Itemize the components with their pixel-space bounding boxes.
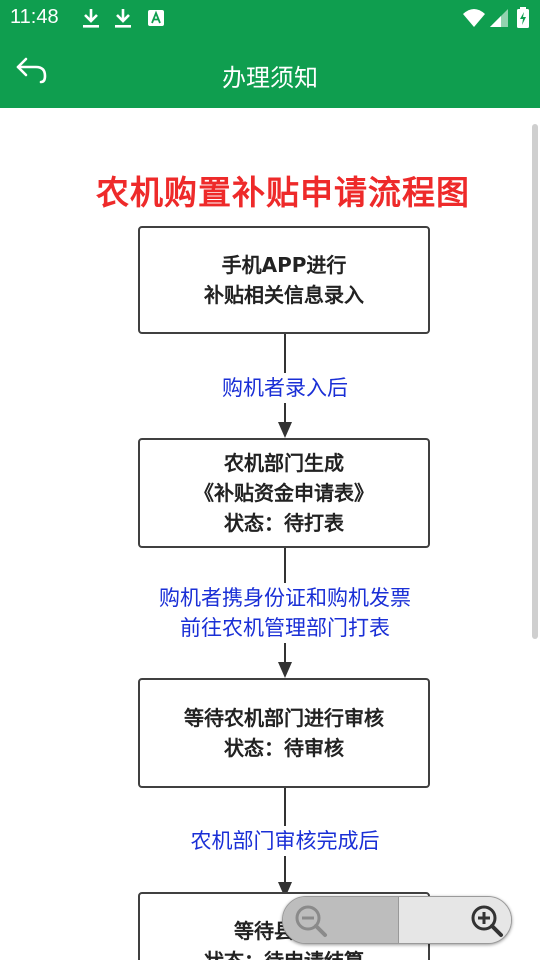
flow-step-text: 补贴相关信息录入 bbox=[204, 283, 364, 307]
flow-edge-text: 购机者录入后 bbox=[220, 373, 350, 403]
flow-step-text: 状态：待审核 bbox=[224, 736, 344, 760]
flow-step-3: 等待农机部门进行审核 状态：待审核 bbox=[138, 678, 430, 788]
zoom-out-icon bbox=[295, 905, 327, 937]
flowchart-title: 农机购置补贴申请流程图 bbox=[96, 173, 470, 212]
flow-step-1: 手机APP进行 补贴相关信息录入 bbox=[138, 226, 430, 334]
flow-step-text: 《补贴资金申请表》 bbox=[194, 481, 374, 505]
back-button[interactable] bbox=[14, 52, 62, 92]
flow-step-text: 等待农机部门进行审核 bbox=[184, 706, 384, 730]
flow-step-text: 状态：待打表 bbox=[224, 511, 344, 535]
download-icon bbox=[83, 9, 99, 28]
back-arrow-icon bbox=[16, 57, 47, 84]
wifi-icon bbox=[463, 9, 485, 27]
flow-step-text: 状态：待申请结算 bbox=[204, 946, 364, 960]
flow-step-2: 农机部门生成 《补贴资金申请表》 状态：待打表 bbox=[138, 438, 430, 548]
status-time: 11:48 bbox=[10, 6, 59, 28]
scrollbar[interactable] bbox=[532, 124, 538, 639]
notice-content[interactable]: 农机购置补贴申请流程图 手机APP进行 补贴相关信息录入 购机者录入后 农机部门… bbox=[0, 108, 540, 960]
download-icon bbox=[115, 9, 131, 28]
zoom-in-button[interactable] bbox=[398, 897, 511, 943]
flow-edge-text: 购机者携身份证和购机发票 bbox=[157, 583, 413, 613]
flow-edge-label-3: 农机部门审核完成后 bbox=[0, 826, 540, 856]
flow-step-text: 农机部门生成 bbox=[224, 451, 344, 475]
zoom-control bbox=[282, 896, 512, 944]
flow-edge-text: 前往农机管理部门打表 bbox=[178, 613, 392, 643]
flow-edge-label-1: 购机者录入后 bbox=[0, 373, 540, 403]
app-notification-icon bbox=[148, 10, 164, 26]
battery-icon bbox=[517, 7, 529, 28]
flow-step-text: 手机APP进行 bbox=[221, 253, 347, 277]
signal-icon bbox=[490, 9, 508, 27]
app-bar: 办理须知 bbox=[0, 36, 540, 108]
flow-arrowhead bbox=[278, 422, 292, 438]
status-bar: 11:48 bbox=[0, 0, 540, 36]
page-title: 办理须知 bbox=[222, 64, 318, 92]
flow-arrowhead bbox=[278, 662, 292, 678]
flow-edge-label-2: 购机者携身份证和购机发票 前往农机管理部门打表 bbox=[0, 583, 540, 643]
zoom-in-icon bbox=[471, 905, 503, 937]
zoom-out-button[interactable] bbox=[283, 897, 398, 943]
flow-edge-text: 农机部门审核完成后 bbox=[188, 826, 382, 856]
